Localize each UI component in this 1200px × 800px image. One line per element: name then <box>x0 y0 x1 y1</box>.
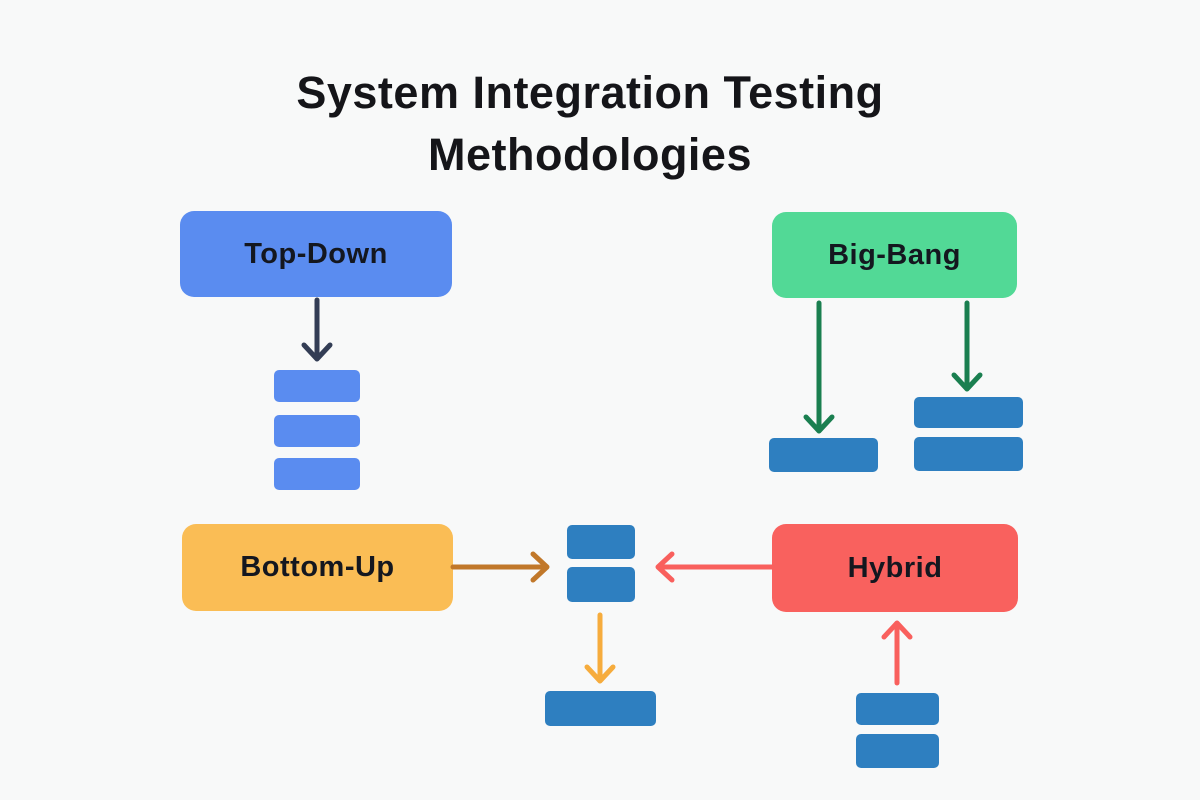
big-bang-label: Big-Bang <box>828 238 961 271</box>
hybrid-label: Hybrid <box>847 551 943 584</box>
top-down-box: Top-Down <box>180 211 452 297</box>
top-down-module-block <box>274 415 360 447</box>
big-bang-box: Big-Bang <box>772 212 1017 298</box>
bottom-up-box: Bottom-Up <box>182 524 453 611</box>
middle-module-block <box>567 567 635 602</box>
middle-down-arrow <box>584 612 616 684</box>
bottom-up-label: Bottom-Up <box>240 551 395 583</box>
hybrid-module-block <box>856 693 939 725</box>
big-bang-module-block <box>914 397 1023 428</box>
big-bang-right-arrow <box>951 300 983 392</box>
page-title: System Integration Testing Methodologies <box>0 62 1180 186</box>
top-down-module-block <box>274 458 360 490</box>
top-down-label: Top-Down <box>244 237 388 270</box>
middle-module-block <box>567 525 635 559</box>
top-down-module-block <box>274 370 360 402</box>
middle-bottom-module-block <box>545 691 656 726</box>
hybrid-to-middle-arrow <box>655 551 775 583</box>
hybrid-module-block <box>856 734 939 768</box>
hybrid-box: Hybrid <box>772 524 1018 612</box>
page-title-text: System Integration Testing Methodologies <box>296 67 884 180</box>
big-bang-left-arrow <box>803 300 835 434</box>
big-bang-module-block <box>914 437 1023 471</box>
bottom-up-arrow <box>450 551 550 583</box>
top-down-arrow <box>301 297 333 362</box>
hybrid-up-arrow <box>881 620 913 686</box>
big-bang-module-block <box>769 438 878 472</box>
